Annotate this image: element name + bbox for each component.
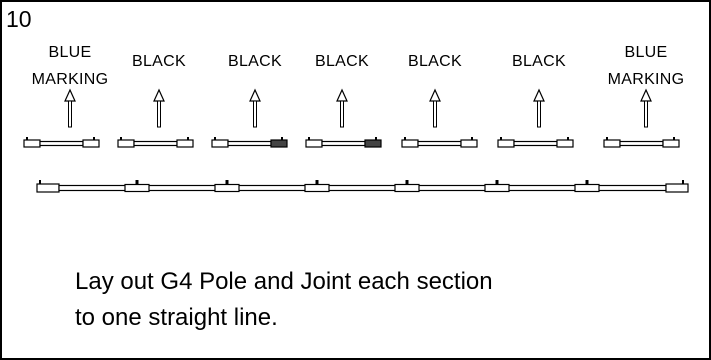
pole-joint [394, 183, 420, 193]
up-arrow-icon [249, 88, 261, 128]
up-arrow-icon [64, 88, 76, 128]
pole-sections [23, 137, 680, 148]
pole-joint [304, 183, 330, 193]
section-label: BLACK [408, 53, 462, 70]
up-arrow-icon [153, 88, 165, 128]
instruction-line-1: Lay out G4 Pole and Joint each section [75, 268, 493, 295]
section-label: BLACK [132, 53, 186, 70]
pole-section-icon [305, 137, 382, 148]
pole-section-icon [603, 137, 680, 148]
pole-section-icon [211, 137, 288, 148]
instruction-text: Lay out G4 Pole and Joint each section t… [75, 264, 695, 336]
up-arrow-icon [429, 88, 441, 128]
joined-pole [36, 180, 689, 193]
pole-joint [124, 183, 150, 193]
pole-joint [484, 183, 510, 193]
step-number: 10 [6, 6, 32, 32]
up-arrow-icon [640, 88, 652, 128]
section-label: BLACK [228, 53, 282, 70]
section-label: BLACK [315, 53, 369, 70]
pole-section-icon [401, 137, 478, 148]
pole-joint [574, 183, 600, 193]
instruction-line-2: to one straight line. [75, 304, 278, 331]
pole-section-icon [497, 137, 574, 148]
pole-section-icon [23, 137, 100, 148]
section-arrows [64, 88, 652, 128]
pole-joint [214, 183, 240, 193]
section-label: BLACK [512, 53, 566, 70]
up-arrow-icon [336, 88, 348, 128]
up-arrow-icon [533, 88, 545, 128]
pole-section-icon [117, 137, 194, 148]
